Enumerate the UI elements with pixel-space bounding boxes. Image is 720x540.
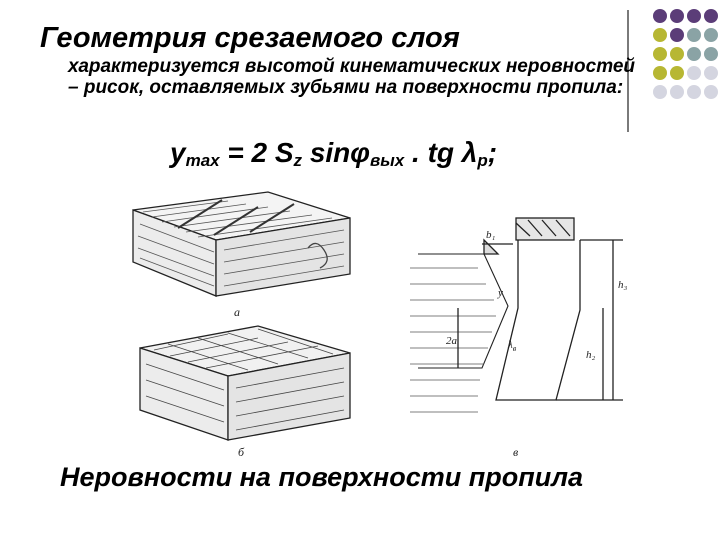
decorative-dot	[670, 9, 684, 23]
decorative-dot-grid	[653, 9, 718, 99]
decorative-dot	[653, 66, 667, 80]
decorative-dot	[670, 66, 684, 80]
slide-title: Геометрия срезаемого слоя	[40, 22, 460, 54]
label-lambda-main: λ	[507, 339, 513, 351]
decorative-dot	[704, 9, 718, 23]
label-b1: b₁	[486, 229, 496, 241]
label-lambda-sub: в	[513, 344, 517, 353]
decorative-dot	[704, 66, 718, 80]
formula-s-sub: z	[293, 151, 303, 170]
decorative-dot	[687, 85, 701, 99]
saw-cut-figure: а б в b₁ h₃ h₂ y 2a λв	[132, 191, 628, 458]
formula-y: y	[170, 137, 186, 168]
decorative-dot	[687, 9, 701, 23]
slide-subtitle: характеризуется высотой кинематических н…	[68, 56, 636, 98]
label-y: y	[497, 287, 503, 299]
formula-sin: sinφ	[302, 137, 370, 168]
decorative-dot	[653, 28, 667, 42]
decorative-dot	[704, 28, 718, 42]
decorative-dot	[653, 47, 667, 61]
formula-tg: . tg λ	[404, 137, 478, 168]
decorative-dot	[687, 47, 701, 61]
formula-end: ;	[487, 137, 498, 168]
formula-lambda-sub: р	[477, 151, 488, 170]
decorative-dot	[687, 28, 701, 42]
label-a: а	[234, 305, 240, 319]
decorative-dot	[670, 47, 684, 61]
block-b-drawing	[139, 325, 351, 441]
formula-y-sub: max	[185, 151, 220, 170]
profile-diagram	[410, 217, 623, 413]
label-2a: 2a	[446, 335, 458, 347]
formula-eq: = 2 S	[219, 137, 294, 168]
label-h3: h₃	[618, 279, 628, 291]
label-b: б	[238, 445, 245, 458]
block-a-drawing	[132, 191, 351, 297]
formula-phi-sub: вых	[369, 151, 405, 170]
decorative-dot	[653, 9, 667, 23]
figure-caption: Неровности на поверхности пропила	[60, 462, 584, 492]
decorative-dot	[704, 85, 718, 99]
decorative-dot	[704, 47, 718, 61]
label-v: в	[513, 445, 518, 458]
decorative-dot	[653, 85, 667, 99]
decorative-dot	[670, 85, 684, 99]
decorative-dot	[687, 66, 701, 80]
formula: ymax = 2 Sz sinφвых . tg λр;	[170, 137, 497, 171]
label-h2: h₂	[586, 349, 596, 361]
decorative-dot	[670, 28, 684, 42]
label-lambda: λв	[507, 339, 517, 353]
decorative-divider	[627, 10, 629, 132]
